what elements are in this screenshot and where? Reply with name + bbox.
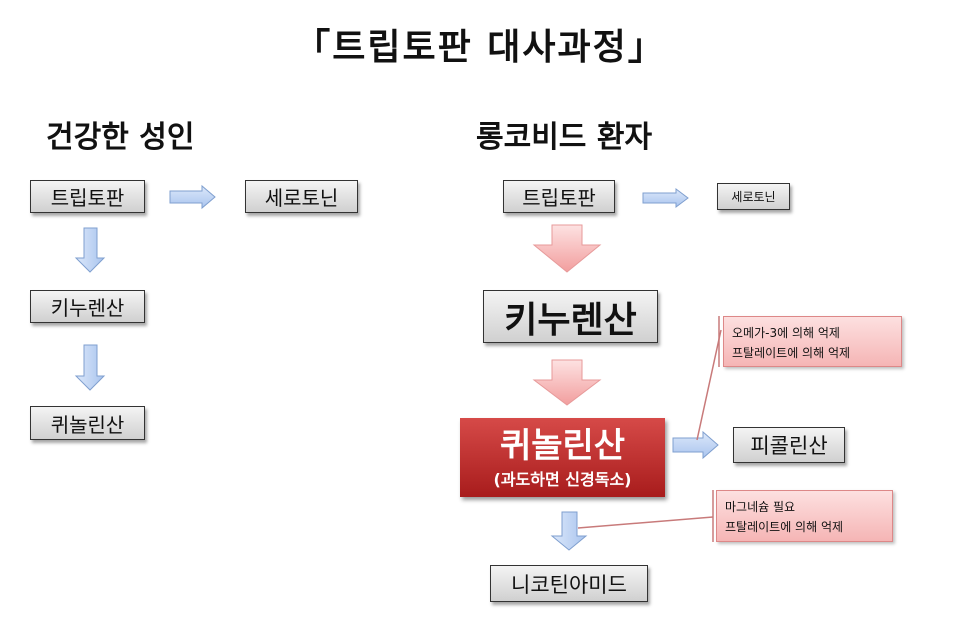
healthy-serotonin-box: 세로토닌 <box>245 180 358 213</box>
arrow-right-icon <box>672 430 719 460</box>
arrow-right-icon <box>642 188 689 208</box>
healthy-kynurenic-box: 키누렌산 <box>30 290 145 323</box>
healthy-quinolinic-box: 퀴놀린산 <box>30 406 145 440</box>
arrow-down-icon <box>532 359 602 406</box>
arrow-down-icon <box>74 227 106 273</box>
note-inhibitors-1: 오메가-3에 의해 억제 프탈레이트에 의해 억제 <box>723 316 902 367</box>
longcovid-heading: 롱코비드 환자 <box>476 120 653 155</box>
note-inhibitors-2: 마그네슘 필요 프탈레이트에 의해 억제 <box>716 490 893 542</box>
arrow-right-icon <box>169 184 216 210</box>
lc-quinolinic-note: (과도하면 신경독소) <box>493 469 632 489</box>
connector-line <box>696 329 722 441</box>
lc-serotonin-box: 세로토닌 <box>717 183 790 210</box>
lc-kynurenic-box: 키누렌산 <box>483 290 658 343</box>
note-line: 프탈레이트에 의해 억제 <box>725 520 844 534</box>
page-title: 「트립토판 대사과정」 <box>294 27 666 68</box>
arrow-down-icon <box>550 511 588 551</box>
lc-tryptophan-box: 트립토판 <box>503 180 615 213</box>
healthy-heading: 건강한 성인 <box>46 120 195 155</box>
lc-nicotinamide-box: 니코틴아미드 <box>490 565 648 602</box>
connector-line <box>577 516 714 529</box>
note-line: 마그네슘 필요 <box>725 500 796 514</box>
arrow-down-icon <box>532 224 602 273</box>
note-line: 프탈레이트에 의해 억제 <box>732 346 851 360</box>
note-line: 오메가-3에 의해 억제 <box>732 326 840 340</box>
arrow-down-icon <box>74 344 106 391</box>
lc-picolinic-box: 피콜린산 <box>733 427 845 463</box>
healthy-tryptophan-box: 트립토판 <box>30 180 145 213</box>
lc-quinolinic-label: 퀴놀린산 <box>499 425 626 466</box>
lc-quinolinic-box: 퀴놀린산 (과도하면 신경독소) <box>460 418 665 497</box>
